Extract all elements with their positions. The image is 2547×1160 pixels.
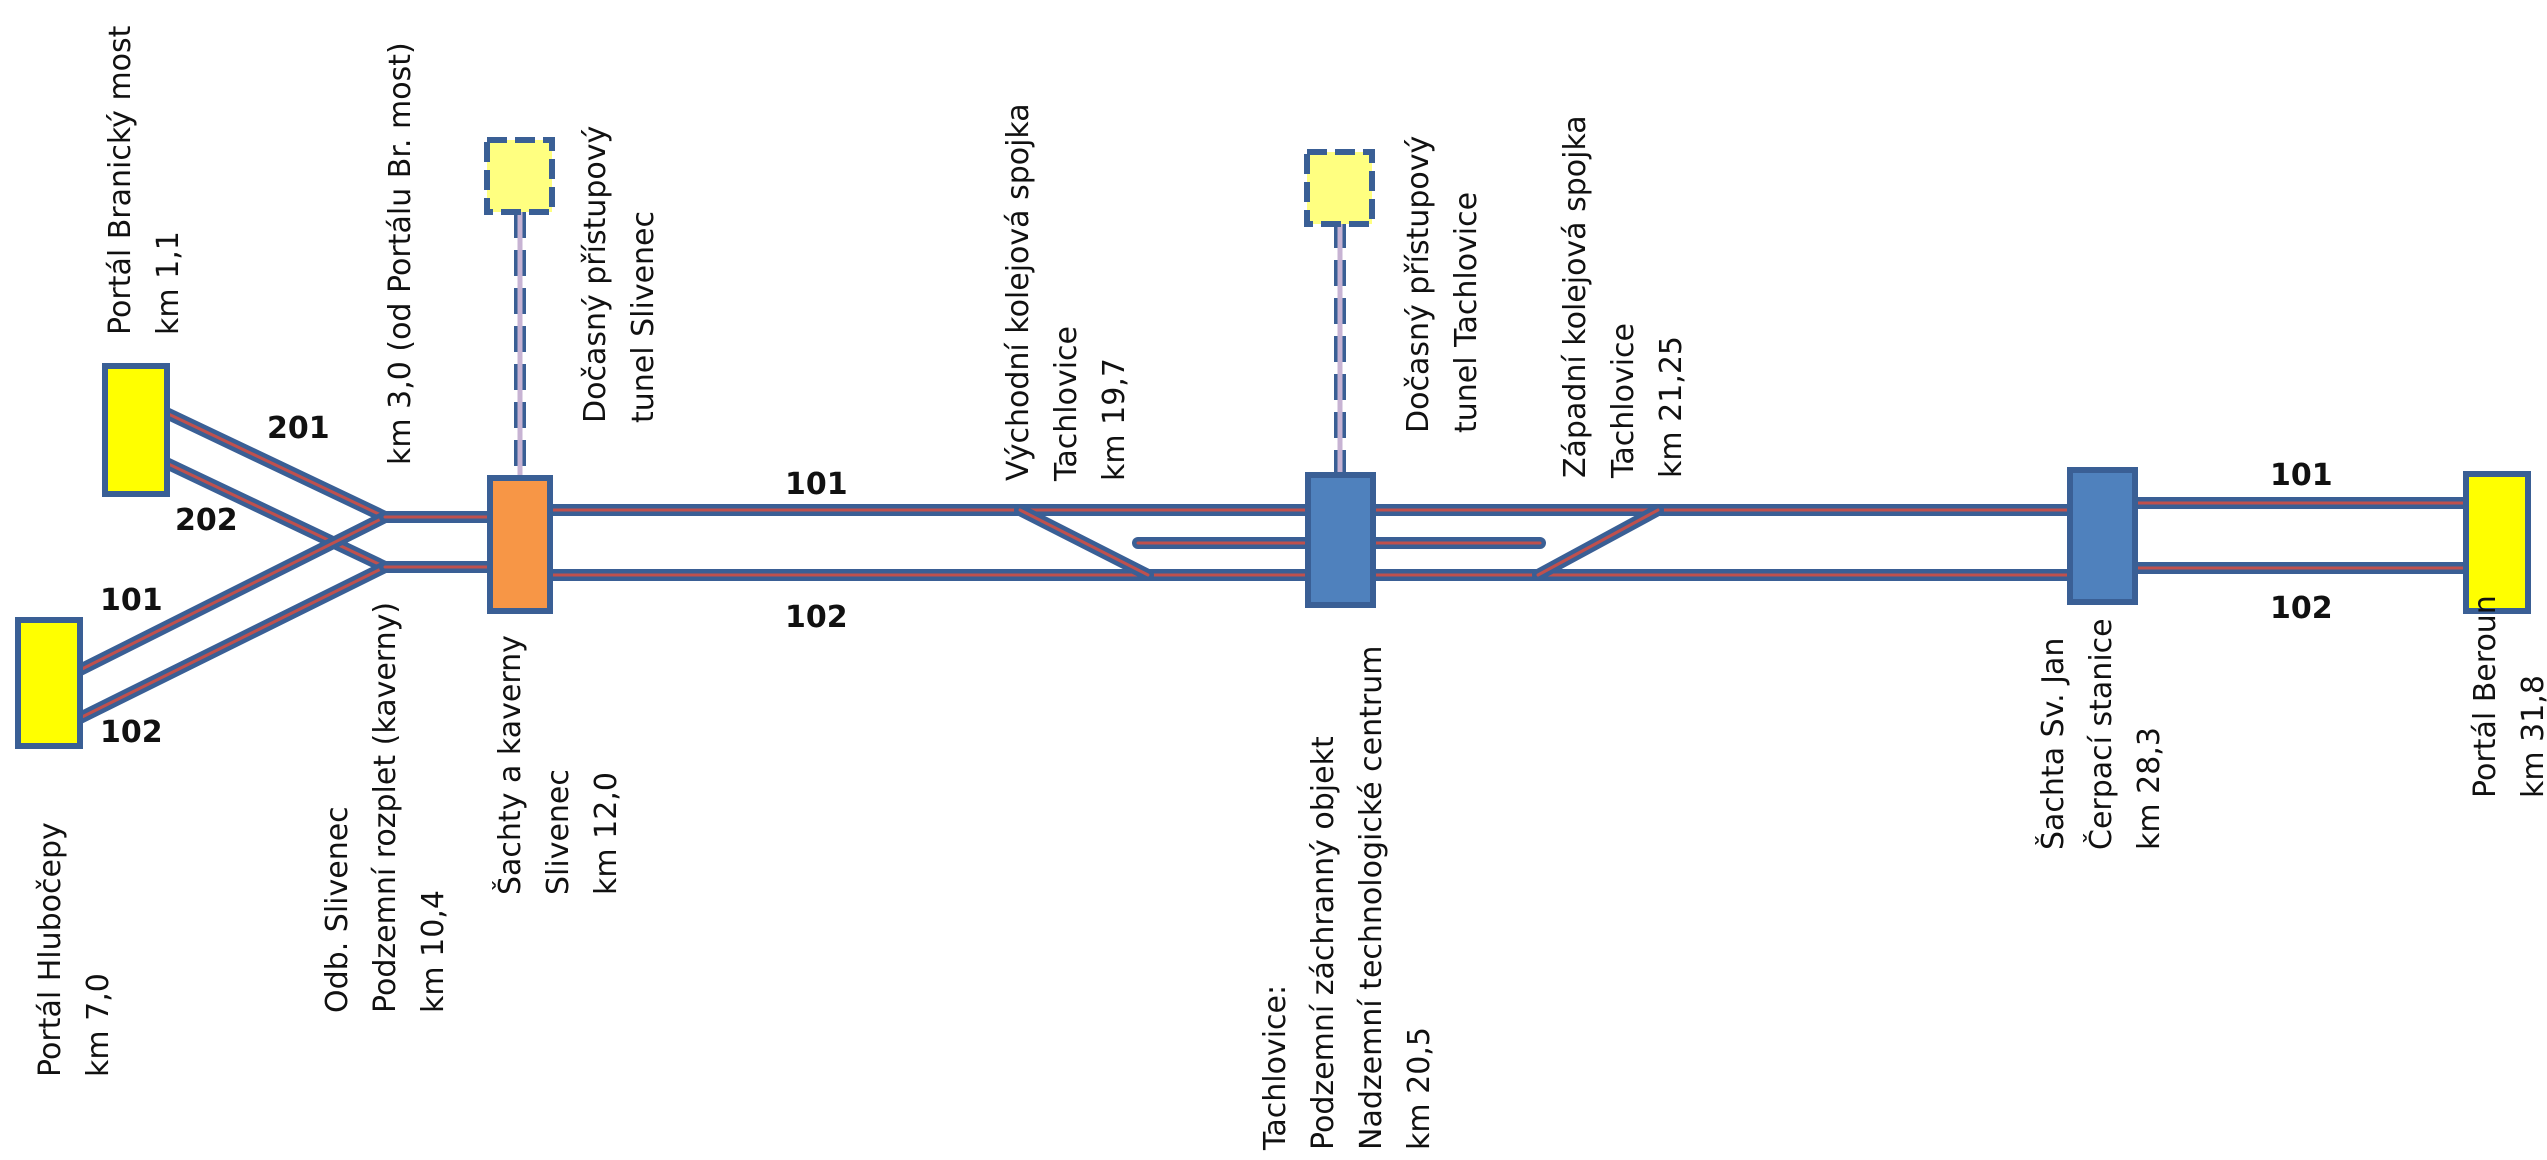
track-label-101-right: 101 (2270, 458, 2333, 493)
portal-beroun (2463, 471, 2531, 614)
svg-text:Dočasný přístupový: Dočasný přístupový (578, 126, 613, 423)
svg-text:km 21,25: km 21,25 (1654, 336, 1689, 478)
svg-text:km 19,7: km 19,7 (1097, 358, 1132, 481)
label-access-slivenec: Dočasný přístupový tunel Slivenec (578, 126, 661, 423)
tube-101-hlubocepy (74, 511, 391, 676)
svg-text:km 28,3: km 28,3 (2132, 727, 2167, 850)
svg-text:Tachlovice: Tachlovice (1606, 323, 1641, 479)
svg-text:Dočasný přístupový: Dočasný přístupový (1401, 136, 1436, 433)
svg-text:Slivenec: Slivenec (541, 769, 576, 895)
svg-text:Tachlovice: Tachlovice (1049, 326, 1084, 482)
temporary-portal-slivenec (484, 137, 555, 215)
svg-text:km 10,4: km 10,4 (416, 890, 451, 1013)
svg-text:Západní kolejová spojka: Západní kolejová spojka (1558, 115, 1593, 478)
svg-text:km 7,0: km 7,0 (81, 973, 116, 1077)
crossover-zapadni (1532, 504, 1664, 581)
portal-branicky-most (102, 363, 170, 497)
svg-text:Portál Hlubočepy: Portál Hlubočepy (33, 822, 68, 1077)
svg-text:km 1,1: km 1,1 (151, 231, 186, 335)
label-km-3-0: km 3,0 (od Portálu Br. most) (383, 42, 418, 465)
shaft-slivenec (487, 475, 553, 614)
svg-text:Čerpací stanice: Čerpací stanice (2082, 618, 2119, 850)
track-label-101-main: 101 (785, 467, 848, 502)
svg-text:Portál Branický most: Portál Branický most (103, 25, 138, 335)
svg-text:tunel Tachlovice: tunel Tachlovice (1449, 192, 1484, 433)
label-sachty-slivenec: Šachty a kaverny Slivenec km 12,0 (491, 635, 624, 895)
temporary-portal-tachlovice (1304, 149, 1375, 227)
svg-text:Východní kolejová spojka: Východní kolejová spojka (1001, 103, 1036, 481)
svg-text:Šachty a kaverny: Šachty a kaverny (491, 635, 528, 895)
label-vychodni-spojka: Východní kolejová spojka Tachlovice km 1… (1001, 103, 1132, 482)
track-label-102-left: 102 (100, 715, 163, 750)
svg-text:tunel Slivenec: tunel Slivenec (626, 211, 661, 423)
tube-102-hlubocepy (74, 561, 391, 724)
track-label-201: 201 (267, 411, 330, 446)
tube-201 (154, 404, 391, 523)
svg-text:Šachta Sv. Jan: Šachta Sv. Jan (2034, 638, 2071, 850)
label-zapadni-spojka: Západní kolejová spojka Tachlovice km 21… (1558, 115, 1689, 479)
svg-text:km 3,0 (od Portálu Br. most): km 3,0 (od Portálu Br. most) (383, 42, 418, 465)
label-portal-branicky-most: Portál Branický most km 1,1 (103, 25, 186, 335)
label-portal-hlubocepy: Portál Hlubočepy km 7,0 (33, 822, 116, 1077)
svg-text:km 31,8: km 31,8 (2516, 675, 2547, 798)
svg-text:Portál Beroun: Portál Beroun (2468, 595, 2503, 798)
label-tachlovice: Tachlovice: Podzemní záchranný objekt Na… (1258, 646, 1437, 1151)
track-label-102-main: 102 (785, 600, 848, 635)
shaft-sv-jan (2067, 467, 2138, 605)
svg-text:km 20,5: km 20,5 (1402, 1027, 1437, 1150)
svg-text:Tachlovice:: Tachlovice: (1258, 985, 1293, 1151)
svg-text:Podzemní záchranný objekt: Podzemní záchranný objekt (1306, 736, 1341, 1150)
track-label-202: 202 (175, 503, 238, 538)
tube-202 (154, 454, 391, 573)
label-portal-beroun: Portál Beroun km 31,8 (2468, 595, 2547, 798)
svg-text:Odb. Slivenec: Odb. Slivenec (320, 806, 355, 1013)
label-sachta-sv-jan: Šachta Sv. Jan Čerpací stanice km 28,3 (2034, 618, 2167, 850)
track-label-101-left: 101 (100, 583, 163, 618)
track-label-102-right: 102 (2270, 591, 2333, 626)
portal-hlubocepy (15, 617, 83, 749)
svg-text:km 12,0: km 12,0 (589, 772, 624, 895)
svg-text:Podzemní rozplet (kaverny): Podzemní rozplet (kaverny) (368, 602, 403, 1013)
svg-text:Nadzemní technologické centrum: Nadzemní technologické centrum (1354, 646, 1389, 1150)
crossover-vychodni (1014, 504, 1154, 581)
shaft-tachlovice (1305, 472, 1376, 608)
label-access-tachlovice: Dočasný přístupový tunel Tachlovice (1401, 136, 1484, 433)
label-odb-slivenec: Odb. Slivenec Podzemní rozplet (kaverny)… (320, 602, 451, 1013)
